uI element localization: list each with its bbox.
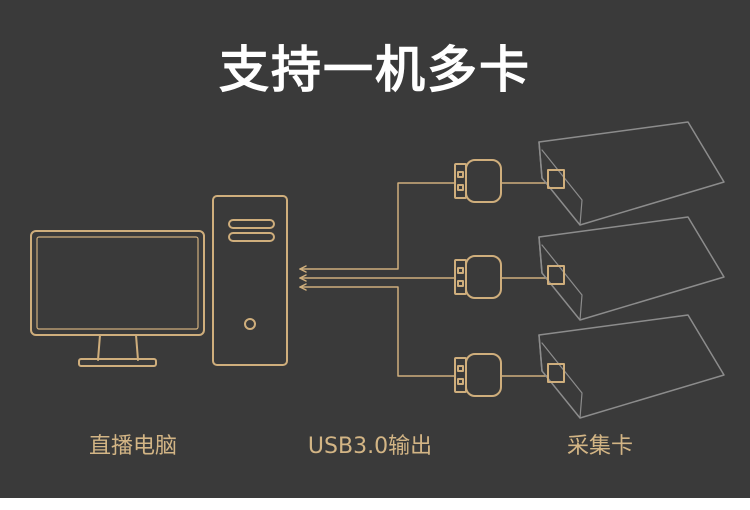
monitor-icon [30,230,205,367]
usb-plug-icon [454,353,502,397]
connection-diagram [30,121,725,419]
capture-card-label: 采集卡 [566,434,633,459]
usb-plug-icon [454,159,502,203]
capture-card-icon [538,314,725,419]
connection-label: USB3.0输出 [307,434,433,459]
diagram-panel [0,0,750,498]
page-title: 支持一机多卡 [219,41,531,99]
pc-tower-icon [212,195,288,366]
usb-cables [299,182,549,377]
usb-plug-icon [454,255,502,299]
computer-label: 直播电脑 [88,434,177,459]
capture-card-icon [538,216,725,321]
capture-card-icon [538,121,725,226]
